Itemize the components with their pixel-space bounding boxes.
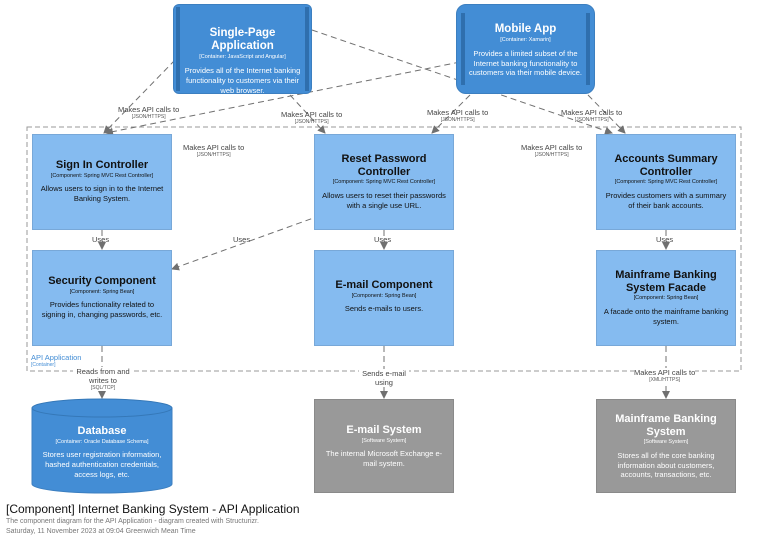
security-title: Security Component [48, 275, 156, 287]
edge-mobile-reset [431, 94, 471, 134]
edge-reset-security [171, 211, 331, 271]
mainframe-facade-component[interactable]: Mainframe Banking System Facade [Compone… [596, 250, 736, 346]
mobile-title: Mobile App [494, 23, 557, 35]
security-component[interactable]: Security Component [Component: Spring Be… [32, 250, 172, 346]
emailsys-tech: [Software System] [361, 437, 407, 444]
diagram-subtitle: The component diagram for the API Applic… [6, 518, 259, 525]
spa-desc: Provides all of the Internet banking fun… [184, 66, 301, 95]
label-spa-reset: Makes API calls to[JSON/HTTPS] [281, 110, 343, 125]
spa-tech: [Container: JavaScript and Angular] [199, 54, 286, 61]
label-spa-signin: Makes API calls to[JSON/HTTPS] [118, 105, 180, 120]
edge-mobile-accounts [587, 94, 626, 134]
database-tech: [Container: Oracle Database Schema] [55, 438, 149, 445]
diagram-timestamp: Saturday, 11 November 2023 at 09:04 Gree… [6, 528, 196, 535]
label-reset-email: Uses [374, 235, 392, 244]
mobile-desc: Provides a limited subset of the Interne… [469, 48, 582, 78]
accounts-summary-controller[interactable]: Accounts Summary Controller [Component: … [596, 134, 736, 230]
email-system[interactable]: E-mail System [Software System] The inte… [314, 399, 454, 493]
facade-tech: [Component: Spring Bean] [633, 295, 699, 302]
label-signin-security: Uses [92, 235, 110, 244]
label-mobile-accounts: Makes API calls to[JSON/HTTPS] [561, 108, 623, 123]
reset-title: Reset Password Controller [341, 153, 427, 178]
edge-mobile-signin [105, 61, 461, 136]
label-facade-mainframe: Makes API calls to[XML/HTTPS] [634, 368, 696, 383]
mainframe-banking-system[interactable]: Mainframe Banking System [Software Syste… [596, 399, 736, 493]
email-desc: Sends e-mails to users. [344, 304, 424, 314]
facade-title: Mainframe Banking System Facade [615, 269, 717, 294]
reset-desc: Allows users to reset their passwords wi… [322, 190, 446, 210]
mainframe-desc: Stores all of the core banking informati… [617, 450, 715, 480]
mainframe-title: Mainframe Banking System [615, 413, 717, 438]
email-tech: [Component: Spring Bean] [351, 292, 417, 299]
emailsys-title: E-mail System [346, 424, 422, 436]
reset-password-controller[interactable]: Reset Password Controller [Component: Sp… [314, 134, 454, 230]
label-email-emailsys: Sends e-mail using [359, 369, 409, 387]
spa-title: Single-Page Application [209, 27, 276, 53]
mobile-app-container[interactable]: Mobile App [Container: Xamarin] Provides… [456, 4, 595, 94]
signin-controller[interactable]: Sign In Controller [Component: Spring MV… [32, 134, 172, 230]
edge-spa-signin [103, 59, 176, 134]
boundary-name: API Application [31, 353, 82, 362]
accounts-desc: Provides customers with a summary of the… [605, 190, 727, 210]
label-reset-security: Uses [233, 235, 251, 244]
database-container[interactable]: Database [Container: Oracle Database Sch… [32, 425, 172, 495]
database-title: Database [77, 425, 127, 437]
security-tech: [Component: Spring Bean] [69, 288, 135, 295]
email-component[interactable]: E-mail Component [Component: Spring Bean… [314, 250, 454, 346]
mainframe-tech: [Software System] [643, 439, 689, 446]
mobile-tech: [Container: Xamarin] [500, 37, 551, 44]
edge-spa-reset [289, 94, 326, 134]
accounts-tech: [Component: Spring MVC Rest Controller] [614, 179, 718, 186]
label-mobile-signin: Makes API calls to[JSON/HTTPS] [183, 143, 245, 158]
database-desc: Stores user registration information, ha… [42, 450, 162, 479]
label-accounts-facade: Uses [656, 235, 674, 244]
accounts-title: Accounts Summary Controller [614, 153, 718, 178]
reset-tech: [Component: Spring MVC Rest Controller] [332, 179, 436, 186]
email-title: E-mail Component [335, 279, 433, 291]
security-desc: Provides functionality related to signin… [41, 300, 163, 319]
label-spa-accounts: Makes API calls to[JSON/HTTPS] [521, 143, 583, 158]
diagram-title: [Component] Internet Banking System - AP… [6, 502, 300, 516]
signin-tech: [Component: Spring MVC Rest Controller] [50, 172, 154, 179]
facade-desc: A facade onto the mainframe banking syst… [603, 306, 729, 326]
signin-desc: Allows users to sign in to the Internet … [40, 184, 164, 203]
database-cylinder [31, 398, 173, 494]
edge-spa-accounts [311, 29, 613, 135]
boundary-label: API Application [Container] [31, 353, 81, 368]
boundary-kind: [Container] [31, 362, 56, 368]
spa-container[interactable]: Single-Page Application [Container: Java… [173, 4, 312, 95]
label-security-database: Reads from and writes to[SQL/TCP] [73, 367, 133, 391]
emailsys-desc: The internal Microsoft Exchange e-mail s… [325, 449, 443, 468]
signin-title: Sign In Controller [55, 159, 149, 171]
label-mobile-reset: Makes API calls to[JSON/HTTPS] [427, 108, 489, 123]
